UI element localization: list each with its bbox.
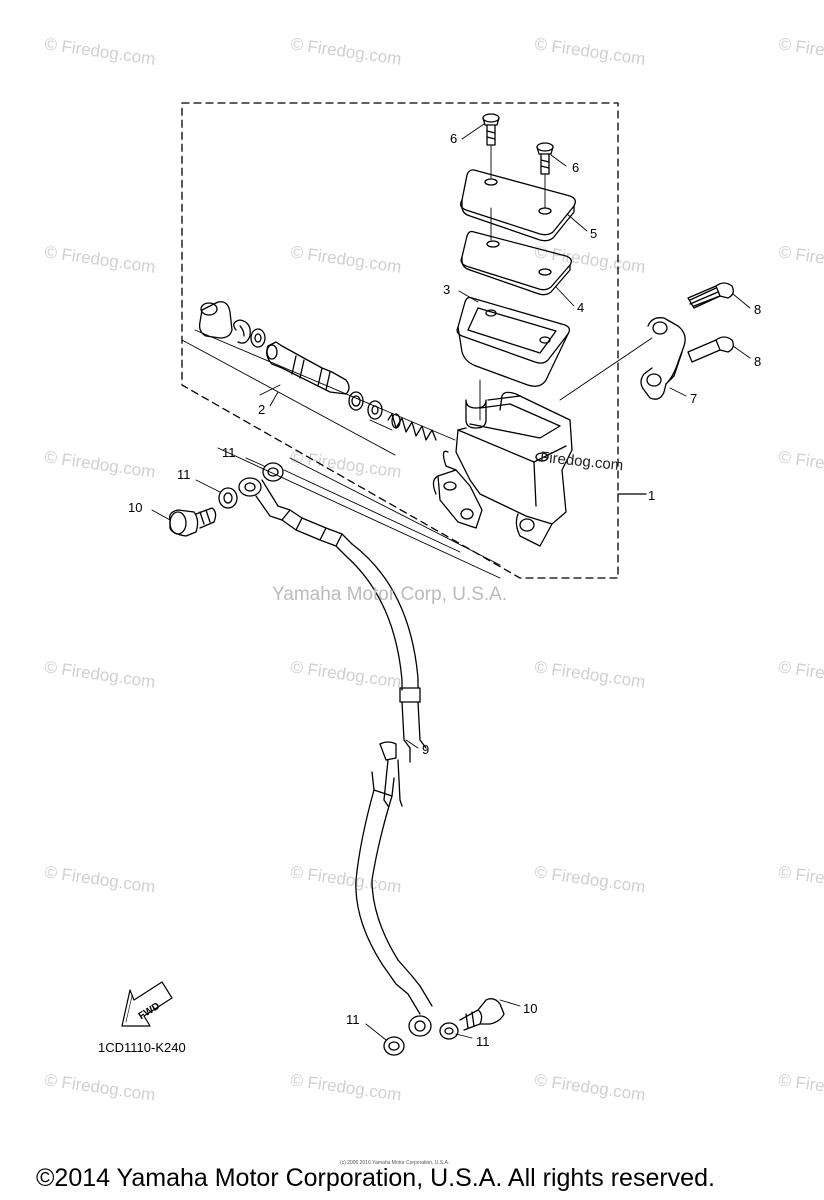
holder [559, 317, 686, 401]
callout-1: 1 [648, 488, 656, 503]
washer-top-2 [262, 462, 284, 482]
fwd-arrow-icon [121, 981, 173, 1027]
assembly-boundary [181, 102, 619, 579]
washer-top-1-inner [223, 492, 233, 504]
union-bolt-top [169, 507, 217, 537]
piston-kit-leaders [181, 329, 501, 579]
callout-2: 2 [258, 402, 266, 417]
callout-10a: 10 [128, 500, 143, 515]
washer-bottom-1 [439, 1022, 459, 1040]
washer-bottom-1-inner [444, 1027, 454, 1035]
callout-9: 9 [422, 742, 430, 757]
screw-6a [482, 113, 500, 179]
tiny-credit: (c) 2006 2016 Yamaha Motor Corporation, … [340, 1160, 450, 1166]
bolt-8a [687, 282, 734, 309]
union-bolt-bottom [459, 998, 505, 1031]
diagram-part-code: 1CD1110-K240 [98, 1040, 186, 1055]
callout-5: 5 [590, 226, 598, 241]
piston-kit [198, 301, 437, 441]
bolt-8b [687, 336, 734, 363]
callout-11d: 11 [476, 1034, 490, 1049]
brake-hose [238, 477, 433, 1037]
screw-6b [536, 142, 554, 209]
corp-watermark: Yamaha Motor Corp, U.S.A. [272, 584, 508, 605]
washer-bottom-2-inner [388, 1041, 400, 1051]
callout-11c: 11 [346, 1012, 360, 1027]
washer-top-2-inner [267, 467, 279, 477]
callout-leaders [151, 123, 751, 1041]
callout-3: 3 [443, 282, 451, 297]
reservoir-cap [460, 169, 576, 242]
callout-11a: 11 [222, 445, 236, 460]
copyright-notice: ©2014 Yamaha Motor Corporation, U.S.A. A… [36, 1164, 715, 1192]
washer-bottom-2 [383, 1036, 405, 1056]
callout-7: 7 [690, 391, 698, 406]
callout-8a: 8 [754, 302, 762, 317]
washer-top-1 [218, 487, 238, 509]
callout-11b: 11 [177, 467, 191, 482]
diaphragm [456, 296, 571, 387]
callout-6a: 6 [450, 131, 458, 146]
master-cylinder-body [432, 391, 573, 547]
callout-4: 4 [577, 300, 585, 315]
diaphragm-plate [460, 230, 572, 296]
callout-10b: 10 [523, 1001, 538, 1016]
callout-6b: 6 [572, 160, 580, 175]
callout-8b: 8 [754, 354, 762, 369]
